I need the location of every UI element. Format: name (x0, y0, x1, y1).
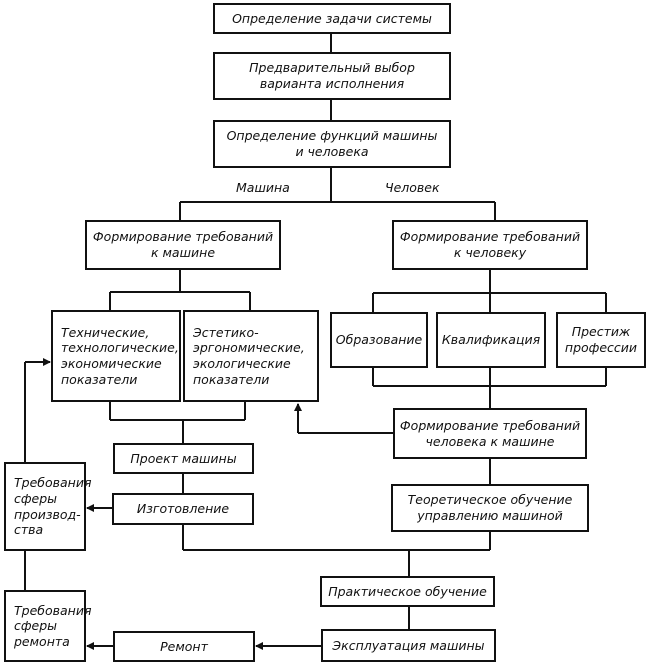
node-project: Проект машины (113, 443, 254, 474)
node-req-human-machine: Формирование требований человека к машин… (393, 408, 587, 459)
node-practice-training: Практическое обучение (320, 576, 495, 607)
branch-label-human: Человек (385, 180, 440, 195)
node-repair: Ремонт (113, 631, 255, 662)
node-prelim: Предварительный выбор варианта исполнени… (213, 52, 451, 100)
node-repair-requirements: Требования сферы ремонта (4, 590, 91, 662)
node-prestige: Престиж профессии (556, 312, 646, 368)
node-task: Определение задачи системы (213, 3, 451, 34)
node-aesthetic-indicators: Эстетико- эргономические, экологические … (183, 310, 319, 402)
branch-label-machine: Машина (236, 180, 290, 195)
node-manufacturing: Изготовление (112, 493, 254, 525)
node-education: Образование (330, 312, 428, 368)
node-qualification: Квалификация (436, 312, 546, 368)
node-theory-training: Теоретическое обучение управлению машино… (391, 484, 589, 532)
connector-lines (24, 33, 607, 650)
node-tech-indicators: Технические, технологические, экономичес… (51, 310, 181, 402)
node-functions: Определение функций машины и человека (213, 120, 451, 168)
node-operation: Эксплуатация машины (321, 629, 496, 662)
node-req-human: Формирование требований к человеку (392, 220, 588, 270)
node-req-machine: Формирование требований к машине (85, 220, 281, 270)
node-production-requirements: Требования сферы производ- ства (4, 462, 91, 551)
